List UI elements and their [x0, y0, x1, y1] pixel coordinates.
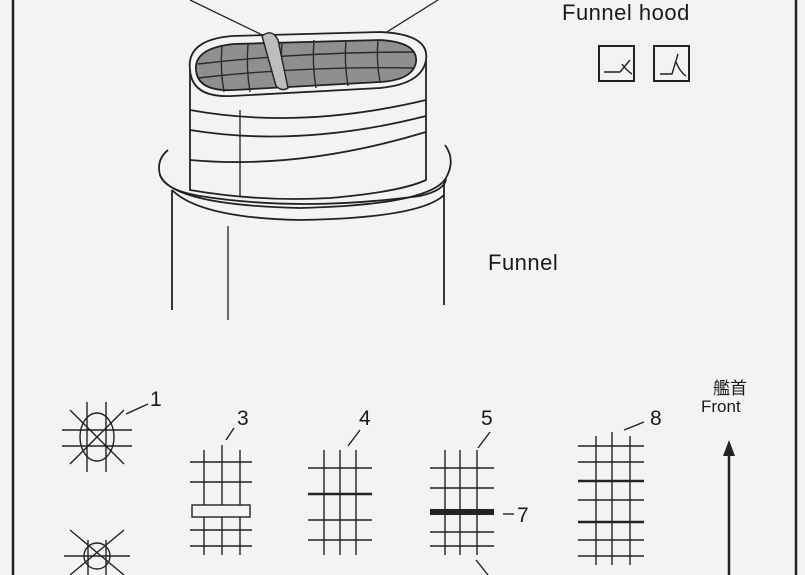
part-1-grill — [62, 402, 149, 472]
front-arrow — [723, 440, 735, 575]
front-label-cn: 艦首 — [713, 379, 747, 399]
fold-mountain-icon — [598, 45, 635, 82]
part-number-4: 4 — [359, 407, 371, 430]
part-number-1: 1 — [150, 388, 162, 411]
part-4-grill — [308, 429, 372, 555]
funnel-hood — [188, 31, 428, 200]
funnel-hood-label: Funnel hood — [562, 0, 690, 25]
part-number-7: 7 — [517, 504, 529, 527]
part-8-grill — [578, 421, 645, 565]
part-number-3: 3 — [237, 407, 249, 430]
fold-valley-icon — [653, 45, 690, 82]
part-5-grill — [430, 431, 514, 575]
part-2-grill — [64, 529, 130, 575]
front-label-en: Front — [701, 397, 741, 416]
part-number-8: 8 — [650, 407, 662, 430]
funnel — [158, 144, 452, 320]
part-number-5: 5 — [481, 407, 493, 430]
part-3-grill — [190, 427, 252, 555]
funnel-label: Funnel — [488, 250, 559, 275]
